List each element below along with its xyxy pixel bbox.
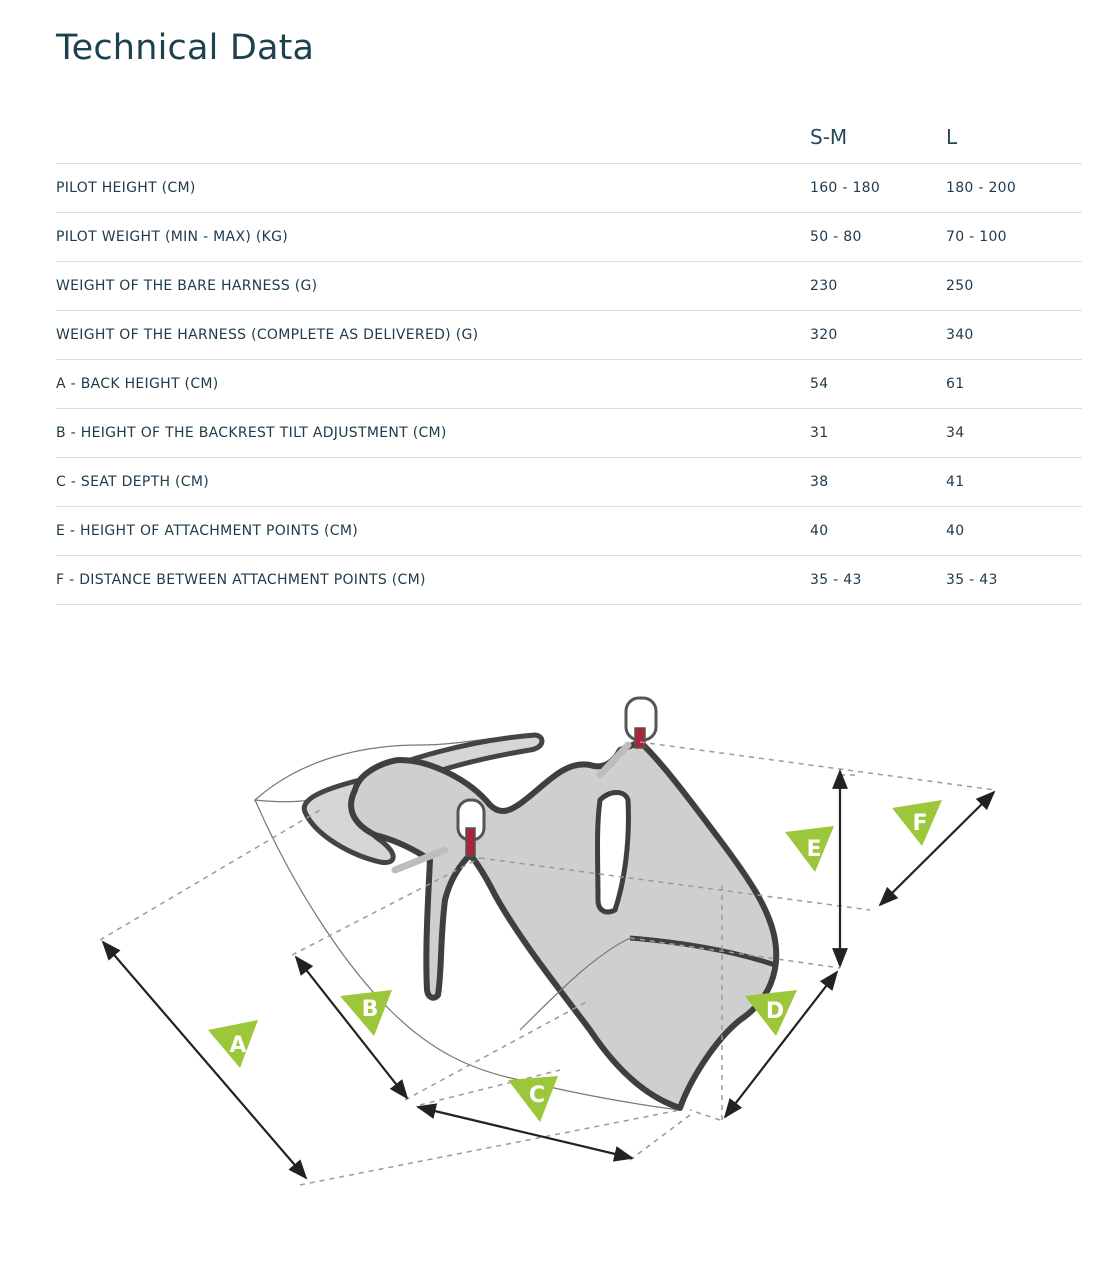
- marker-f-label: F: [912, 811, 927, 836]
- value-l: 340: [946, 310, 1082, 360]
- dimension-arrows: [101, 769, 996, 1180]
- row-label: C - SEAT DEPTH (CM): [56, 457, 810, 507]
- marker-b-icon: B: [340, 990, 392, 1036]
- row-label: A - BACK HEIGHT (CM): [56, 359, 810, 409]
- value-l: 40: [946, 506, 1082, 556]
- table-row: A - BACK HEIGHT (CM) 54 61: [56, 359, 1082, 409]
- value-sm: 230: [810, 261, 946, 311]
- value-l: 70 - 100: [946, 212, 1082, 262]
- chest-strap: [391, 741, 632, 874]
- carabiner-left: [456, 798, 486, 857]
- marker-c-label: C: [529, 1083, 545, 1108]
- technical-data-table: S-M L PILOT HEIGHT (CM) 160 - 180 180 - …: [56, 110, 1082, 605]
- value-sm: 50 - 80: [810, 212, 946, 262]
- seat-plate-edge: [629, 935, 776, 968]
- table-row: F - DISTANCE BETWEEN ATTACHMENT POINTS (…: [56, 555, 1082, 605]
- dimension-f-line: [878, 790, 996, 907]
- value-l: 34: [946, 408, 1082, 458]
- page-title: Technical Data: [56, 28, 315, 68]
- marker-a-icon: A: [208, 1020, 258, 1068]
- table-row: E - HEIGHT OF ATTACHMENT POINTS (CM) 40 …: [56, 506, 1082, 556]
- value-sm: 35 - 43: [810, 555, 946, 605]
- header-size-l: L: [946, 110, 1082, 164]
- row-label: WEIGHT OF THE BARE HARNESS (G): [56, 261, 810, 311]
- marker-e-icon: E: [785, 826, 834, 872]
- marker-e-label: E: [806, 837, 821, 862]
- seat-plate-thin: [519, 937, 631, 1031]
- carabiner-right: [624, 696, 658, 749]
- row-label: WEIGHT OF THE HARNESS (COMPLETE AS DELIV…: [56, 310, 810, 360]
- row-label: E - HEIGHT OF ATTACHMENT POINTS (CM): [56, 506, 810, 556]
- marker-d-icon: D: [745, 990, 797, 1036]
- value-l: 180 - 200: [946, 163, 1082, 213]
- dimension-a-line: [101, 940, 308, 1180]
- row-label: F - DISTANCE BETWEEN ATTACHMENT POINTS (…: [56, 555, 810, 605]
- value-l: 35 - 43: [946, 555, 1082, 605]
- row-label: PILOT WEIGHT (MIN - MAX) (KG): [56, 212, 810, 262]
- row-label: PILOT HEIGHT (CM): [56, 163, 810, 213]
- table-row: PILOT HEIGHT (CM) 160 - 180 180 - 200: [56, 163, 1082, 213]
- strap-cutout: [595, 790, 631, 915]
- table-row: C - SEAT DEPTH (CM) 38 41: [56, 457, 1082, 507]
- value-l: 250: [946, 261, 1082, 311]
- value-sm: 160 - 180: [810, 163, 946, 213]
- dimension-c-line: [416, 1103, 634, 1162]
- marker-a-label: A: [229, 1033, 246, 1058]
- value-sm: 38: [810, 457, 946, 507]
- value-sm: 320: [810, 310, 946, 360]
- table-row: PILOT WEIGHT (MIN - MAX) (KG) 50 - 80 70…: [56, 212, 1082, 262]
- marker-f-icon: F: [892, 800, 942, 846]
- harness-body: [348, 739, 780, 1111]
- row-label: B - HEIGHT OF THE BACKREST TILT ADJUSTME…: [56, 408, 810, 458]
- header-size-sm: S-M: [810, 110, 946, 164]
- marker-b-label: B: [362, 997, 379, 1022]
- table-row: WEIGHT OF THE HARNESS (COMPLETE AS DELIV…: [56, 310, 1082, 360]
- value-sm: 54: [810, 359, 946, 409]
- dimension-b-line: [294, 955, 409, 1100]
- table-header-row: S-M L: [56, 110, 1082, 164]
- value-sm: 40: [810, 506, 946, 556]
- table-row: B - HEIGHT OF THE BACKREST TILT ADJUSTME…: [56, 408, 1082, 458]
- header-label: [56, 110, 810, 164]
- marker-c-icon: C: [508, 1076, 558, 1122]
- value-l: 61: [946, 359, 1082, 409]
- table-row: WEIGHT OF THE BARE HARNESS (G) 230 250: [56, 261, 1082, 311]
- marker-d-label: D: [766, 999, 784, 1024]
- value-sm: 31: [810, 408, 946, 458]
- dimension-d-line: [723, 970, 839, 1119]
- harness-dimension-diagram: A B C D E F: [99, 696, 996, 1186]
- value-l: 41: [946, 457, 1082, 507]
